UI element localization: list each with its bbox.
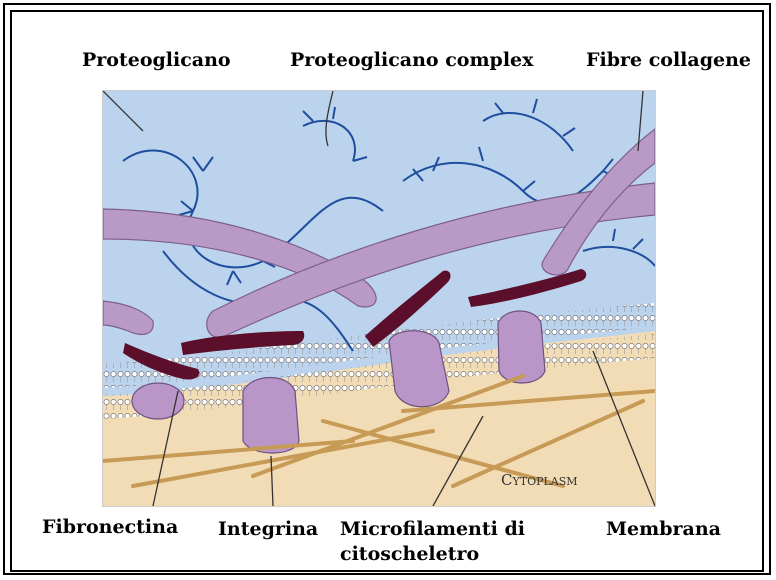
label-fibre-collagene: Fibre collagene xyxy=(586,48,751,72)
label-microfilamenti-line2: citoscheletro xyxy=(340,542,479,566)
cytoplasm-label: Cytoplasm xyxy=(501,471,578,489)
label-proteoglicano-complex: Proteoglicano complex xyxy=(290,48,533,72)
label-microfilamenti-line1: Microfilamenti di xyxy=(340,517,525,541)
integrin-2 xyxy=(243,378,299,454)
label-fibronectina: Fibronectina xyxy=(42,515,178,539)
ecm-illustration: Cytoplasm xyxy=(102,90,656,507)
label-membrana: Membrana xyxy=(606,517,721,541)
label-integrina: Integrina xyxy=(218,517,318,541)
integrin-4 xyxy=(498,311,545,383)
label-proteoglicano: Proteoglicano xyxy=(82,48,231,72)
